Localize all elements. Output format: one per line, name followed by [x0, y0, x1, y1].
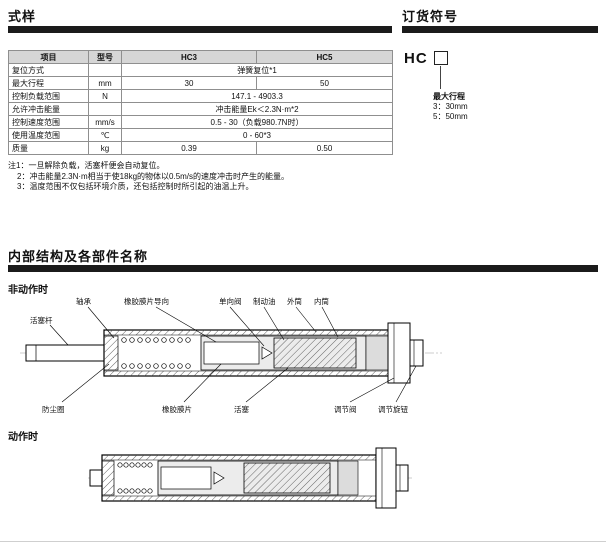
return-spring: [121, 337, 191, 369]
row-value: 0 - 60*3: [121, 128, 393, 142]
end-cap-shape: [387, 322, 411, 384]
model-code: HC: [404, 50, 428, 67]
row-label: 控制速度范围: [8, 115, 89, 129]
col-header-hc3: HC3: [121, 50, 257, 64]
row-load-range: 控制负载范围 N 147.1 - 4903.3: [8, 89, 393, 103]
order-section-title: 订货符号: [402, 9, 459, 24]
row-label: 最大行程: [8, 76, 89, 90]
housing-wall-bottom: [103, 370, 395, 377]
check-valve-shape: [261, 346, 273, 360]
bearing-shape: [103, 335, 119, 371]
row-speed-range: 控制速度范围 mm/s 0.5 - 30（负载980.7N时）: [8, 115, 393, 129]
state-label-active: 动作时: [8, 432, 38, 443]
stroke-option-5: 5：50mm: [433, 112, 468, 121]
row-reset-method: 复位方式 弹簧复位*1: [8, 63, 393, 77]
row-label: 复位方式: [8, 63, 89, 77]
bearing-shape: [101, 460, 115, 496]
row-unit: ℃: [88, 128, 122, 142]
row-value: 0.5 - 30（负载980.7N时）: [121, 115, 393, 129]
end-cap-shape: [375, 447, 397, 509]
note-2: 2：冲击能量2.3N·m相当于使18kg的物体以0.5m/s的速度冲击时产生的能…: [17, 171, 290, 181]
housing-wall-top: [101, 454, 377, 461]
spec-notes: 注1：一旦解除负载，活塞杆便会自动复位。 2：冲击能量2.3N·m相当于使18k…: [8, 161, 289, 193]
row-unit: N: [88, 89, 122, 103]
part-label-piston: 活塞: [234, 404, 249, 414]
diaphragm-guide-shape: [203, 341, 260, 365]
diaphragm-guide-shape: [160, 466, 212, 490]
row-label: 使用温度范围: [8, 128, 89, 142]
note-3: 3：温度范围不仅包括环境介质，还包括控制时所引起的油温上升。: [17, 182, 254, 191]
row-label: 允许冲击能量: [8, 102, 89, 116]
row-value: 冲击能量Ek＜2.3N·m*2: [121, 102, 393, 116]
diagram-actuated: [88, 447, 414, 509]
spec-section-title: 式样: [8, 9, 37, 24]
col-header-item: 项目: [8, 50, 89, 64]
row-mass: 质量 kg 0.39 0.50: [8, 141, 393, 155]
option-connector-line: [440, 66, 441, 89]
row-unit: [88, 63, 122, 77]
row-unit: kg: [88, 141, 122, 155]
model-option-box: [434, 51, 448, 65]
piston-shape: [243, 462, 331, 494]
row-label: 质量: [8, 141, 89, 155]
part-label-diaphragm-guide: 橡胶膜片导向: [124, 296, 169, 306]
part-label-bearing: 轴承: [76, 296, 91, 306]
piston-shape: [273, 337, 357, 369]
col-header-hc5: HC5: [256, 50, 393, 64]
note-1: 注1：一旦解除负载，活塞杆便会自动复位。: [8, 161, 165, 170]
row-temperature-range: 使用温度范围 ℃ 0 - 60*3: [8, 128, 393, 142]
part-label-inner-tube: 内筒: [314, 296, 329, 306]
adjustment-knob-shape: [409, 339, 424, 367]
col-header-model: 型号: [88, 50, 122, 64]
row-unit: [88, 102, 122, 116]
stroke-option-3: 3：30mm: [433, 102, 468, 111]
housing-wall-top: [103, 329, 395, 336]
row-label: 控制负载范围: [8, 89, 89, 103]
order-section-rule: [402, 26, 598, 33]
part-label-outer-tube: 外筒: [287, 296, 302, 306]
part-label-brake-oil: 制动油: [253, 296, 276, 306]
part-label-adjustment-knob: 调节旋钮: [378, 404, 408, 414]
oil-chamber-shape: [365, 335, 389, 371]
leader-lines: [49, 306, 417, 403]
page-bottom-rule: [0, 541, 606, 542]
row-max-stroke: 最大行程 mm 30 50: [8, 76, 393, 90]
return-spring: [117, 462, 153, 494]
row-value-hc5: 50: [256, 76, 393, 90]
part-label-dust-seal: 防尘圈: [42, 404, 65, 414]
part-label-piston-rod: 活塞杆: [30, 315, 53, 325]
row-unit: mm: [88, 76, 122, 90]
structure-section-title: 内部结构及各部件名称: [8, 249, 149, 264]
row-impact-energy: 允许冲击能量 冲击能量Ek＜2.3N·m*2: [8, 102, 393, 116]
part-label-adjustment-valve: 调节阀: [334, 405, 357, 414]
spec-table-header-row: 项目 型号 HC3 HC5: [8, 50, 393, 64]
row-value: 147.1 - 4903.3: [121, 89, 393, 103]
part-label-rubber-diaphragm: 橡胶膜片: [162, 404, 192, 414]
oil-chamber-shape: [337, 460, 359, 496]
spec-section-rule: [8, 26, 392, 33]
check-valve-shape: [213, 471, 225, 485]
stroke-legend-title: 最大行程: [433, 92, 465, 101]
structure-section-rule: [8, 265, 598, 272]
housing-wall-bottom: [101, 495, 377, 502]
spec-table: 项目 型号 HC3 HC5 复位方式 弹簧复位*1 最大行程 mm 30 50 …: [8, 50, 393, 155]
diagram-not-actuated: 活塞杆 轴承 橡胶膜片导向 单向阀 制动油 外筒 内筒 防尘圈 橡胶膜片 活塞 …: [20, 296, 442, 414]
row-value: 弹簧复位*1: [121, 63, 393, 77]
row-value-hc5: 0.50: [256, 141, 393, 155]
row-value-hc3: 0.39: [121, 141, 257, 155]
state-label-inactive: 非动作时: [8, 285, 48, 296]
row-value-hc3: 30: [121, 76, 257, 90]
adjustment-knob-shape: [395, 464, 409, 492]
part-label-check-valve: 单向阀: [219, 296, 242, 306]
row-unit: mm/s: [88, 115, 122, 129]
